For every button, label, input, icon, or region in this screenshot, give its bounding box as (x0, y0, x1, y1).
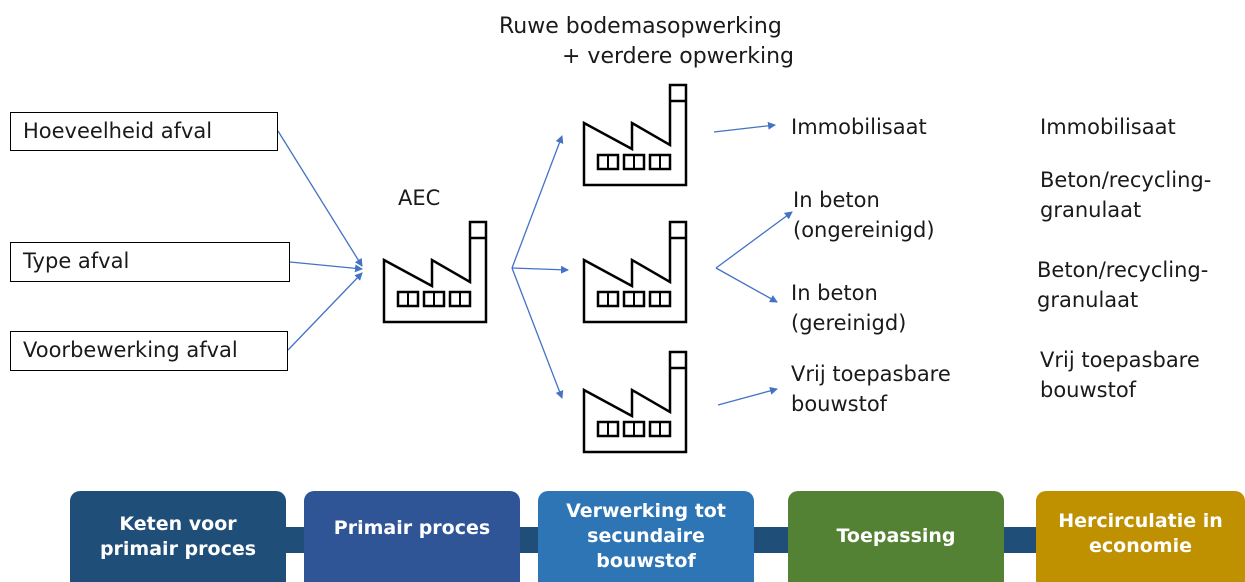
application-beton-1a: Beton/recycling- (1040, 168, 1212, 192)
application-beton-2b: granulaat (1037, 288, 1139, 312)
processing-title-line-1: Ruwe bodemasopwerking (499, 14, 782, 39)
stage-keten-primair-proces: Keten voor primair proces (70, 491, 286, 582)
stage-toepassing: Toepassing (788, 491, 1004, 582)
processing-plant-3-icon (582, 350, 688, 454)
product-beton-ongereinigd-2: (ongereinigd) (793, 218, 935, 242)
input-box-quantity: Hoeveelheid afval (10, 112, 278, 151)
processing-arrows (511, 135, 569, 399)
stage-label-4: Toepassing (836, 525, 956, 547)
stage-label-3: Verwerking tot secundaire bouwstof (566, 500, 726, 572)
input-arrows (277, 130, 363, 351)
application-vrij-toepasbaar-2: bouwstof (1040, 378, 1137, 402)
application-immobilisaat: Immobilisaat (1040, 115, 1176, 139)
product-vrij-toepasbaar-1: Vrij toepasbare (791, 362, 951, 386)
stage-label-5: Hercirculatie in economie (1058, 509, 1223, 557)
aec-factory-icon (382, 220, 488, 324)
stage-label-2: Primair proces (333, 517, 491, 539)
stage-hercirculatie-economie: Hercirculatie in economie (1036, 491, 1245, 582)
application-beton-2a: Beton/recycling- (1037, 258, 1209, 282)
product-vrij-toepasbaar-2: bouwstof (791, 392, 888, 416)
application-vrij-toepasbaar-1: Vrij toepasbare (1040, 348, 1200, 372)
product-immobilisaat: Immobilisaat (791, 115, 927, 139)
input-box-pretreatment: Voorbewerking afval (10, 331, 288, 371)
aec-label: AEC (398, 186, 441, 210)
input-box-type: Type afval (10, 242, 290, 282)
processing-plant-1-icon (582, 83, 688, 187)
product-beton-gereinigd-1: In beton (791, 281, 878, 305)
stage-verwerking-secundaire-bouwstof: Verwerking tot secundaire bouwstof (538, 491, 754, 582)
application-beton-1b: granulaat (1040, 198, 1142, 222)
stage-primair-proces: Primair proces (304, 491, 520, 582)
stage-label-1: Keten voor primair proces (99, 512, 257, 560)
product-beton-ongereinigd-1: In beton (793, 188, 880, 212)
processing-plant-2-icon (582, 220, 688, 324)
product-beton-gereinigd-2: (gereinigd) (791, 311, 907, 335)
processing-title-line-2: + verdere opwerking (562, 44, 794, 69)
product-arrows (713, 121, 793, 406)
